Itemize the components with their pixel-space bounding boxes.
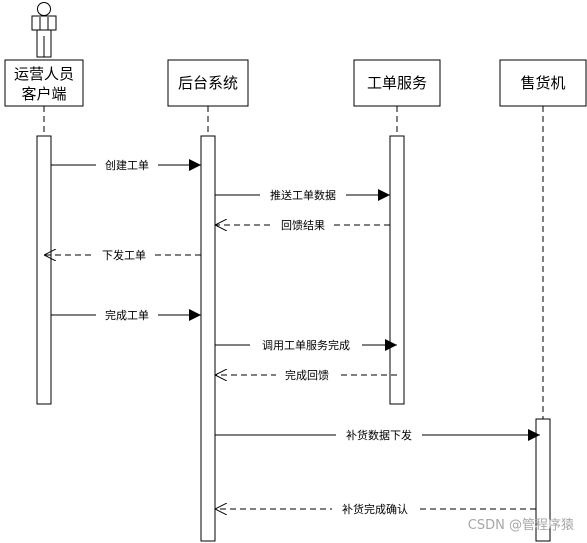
message-label: 完成回馈 (285, 368, 329, 382)
message-label: 补货数据下发 (346, 428, 412, 442)
message-label: 补货完成确认 (342, 502, 408, 516)
participant-vending-machine: 售货机 (499, 59, 587, 542)
activation-bar (36, 135, 52, 405)
participant-box (353, 59, 441, 107)
message-label-bg (94, 247, 154, 263)
message-create-ticket: 创建工单 (51, 157, 201, 173)
message-complete-ticket: 完成工单 (51, 307, 201, 323)
message-call-service-complete: 调用工单服务完成 (215, 337, 397, 353)
message-restock-complete-confirm: 补货完成确认 (215, 501, 536, 517)
participant-box (167, 59, 249, 107)
message-label-bg (96, 307, 158, 323)
message-label-bg (96, 157, 158, 173)
participant-ticket-service: 工单服务 (353, 59, 441, 405)
participant-label: 售货机 (520, 74, 565, 92)
message-restock-data-dispatch: 补货数据下发 (215, 427, 540, 443)
message-label: 完成工单 (105, 308, 149, 322)
activation-bar (200, 135, 216, 542)
message-label-bg (336, 427, 422, 443)
message-label-bg (332, 501, 418, 517)
participant-label: 工单服务 (367, 74, 427, 92)
participant-label-line-2: 客户端 (21, 85, 66, 103)
message-label-bg (260, 187, 346, 203)
activation-bar (389, 135, 405, 405)
activation-bar (535, 418, 551, 542)
watermark: CSDN @管程序猿 (468, 518, 574, 533)
participant-ops-client: 运营人员 客户端 (4, 2, 84, 405)
actor-icon (31, 2, 57, 58)
message-complete-feedback: 完成回馈 (215, 367, 397, 383)
message-push-ticket-data: 推送工单数据 (215, 187, 390, 203)
message-label-bg (250, 337, 362, 353)
message-label: 下发工单 (102, 248, 146, 262)
participant-label-line-1: 运营人员 (14, 65, 74, 83)
message-label-bg (273, 217, 333, 233)
message-label: 推送工单数据 (270, 188, 336, 202)
message-label-bg (276, 367, 338, 383)
message-label: 回馈结果 (281, 219, 325, 232)
message-label: 创建工单 (105, 158, 149, 172)
message-dispatch-ticket: 下发工单 (44, 247, 201, 263)
participant-backend-system: 后台系统 (167, 59, 249, 542)
participant-label: 后台系统 (178, 74, 238, 92)
message-label: 调用工单服务完成 (262, 338, 350, 352)
message-feedback-result: 回馈结果 (215, 217, 390, 233)
